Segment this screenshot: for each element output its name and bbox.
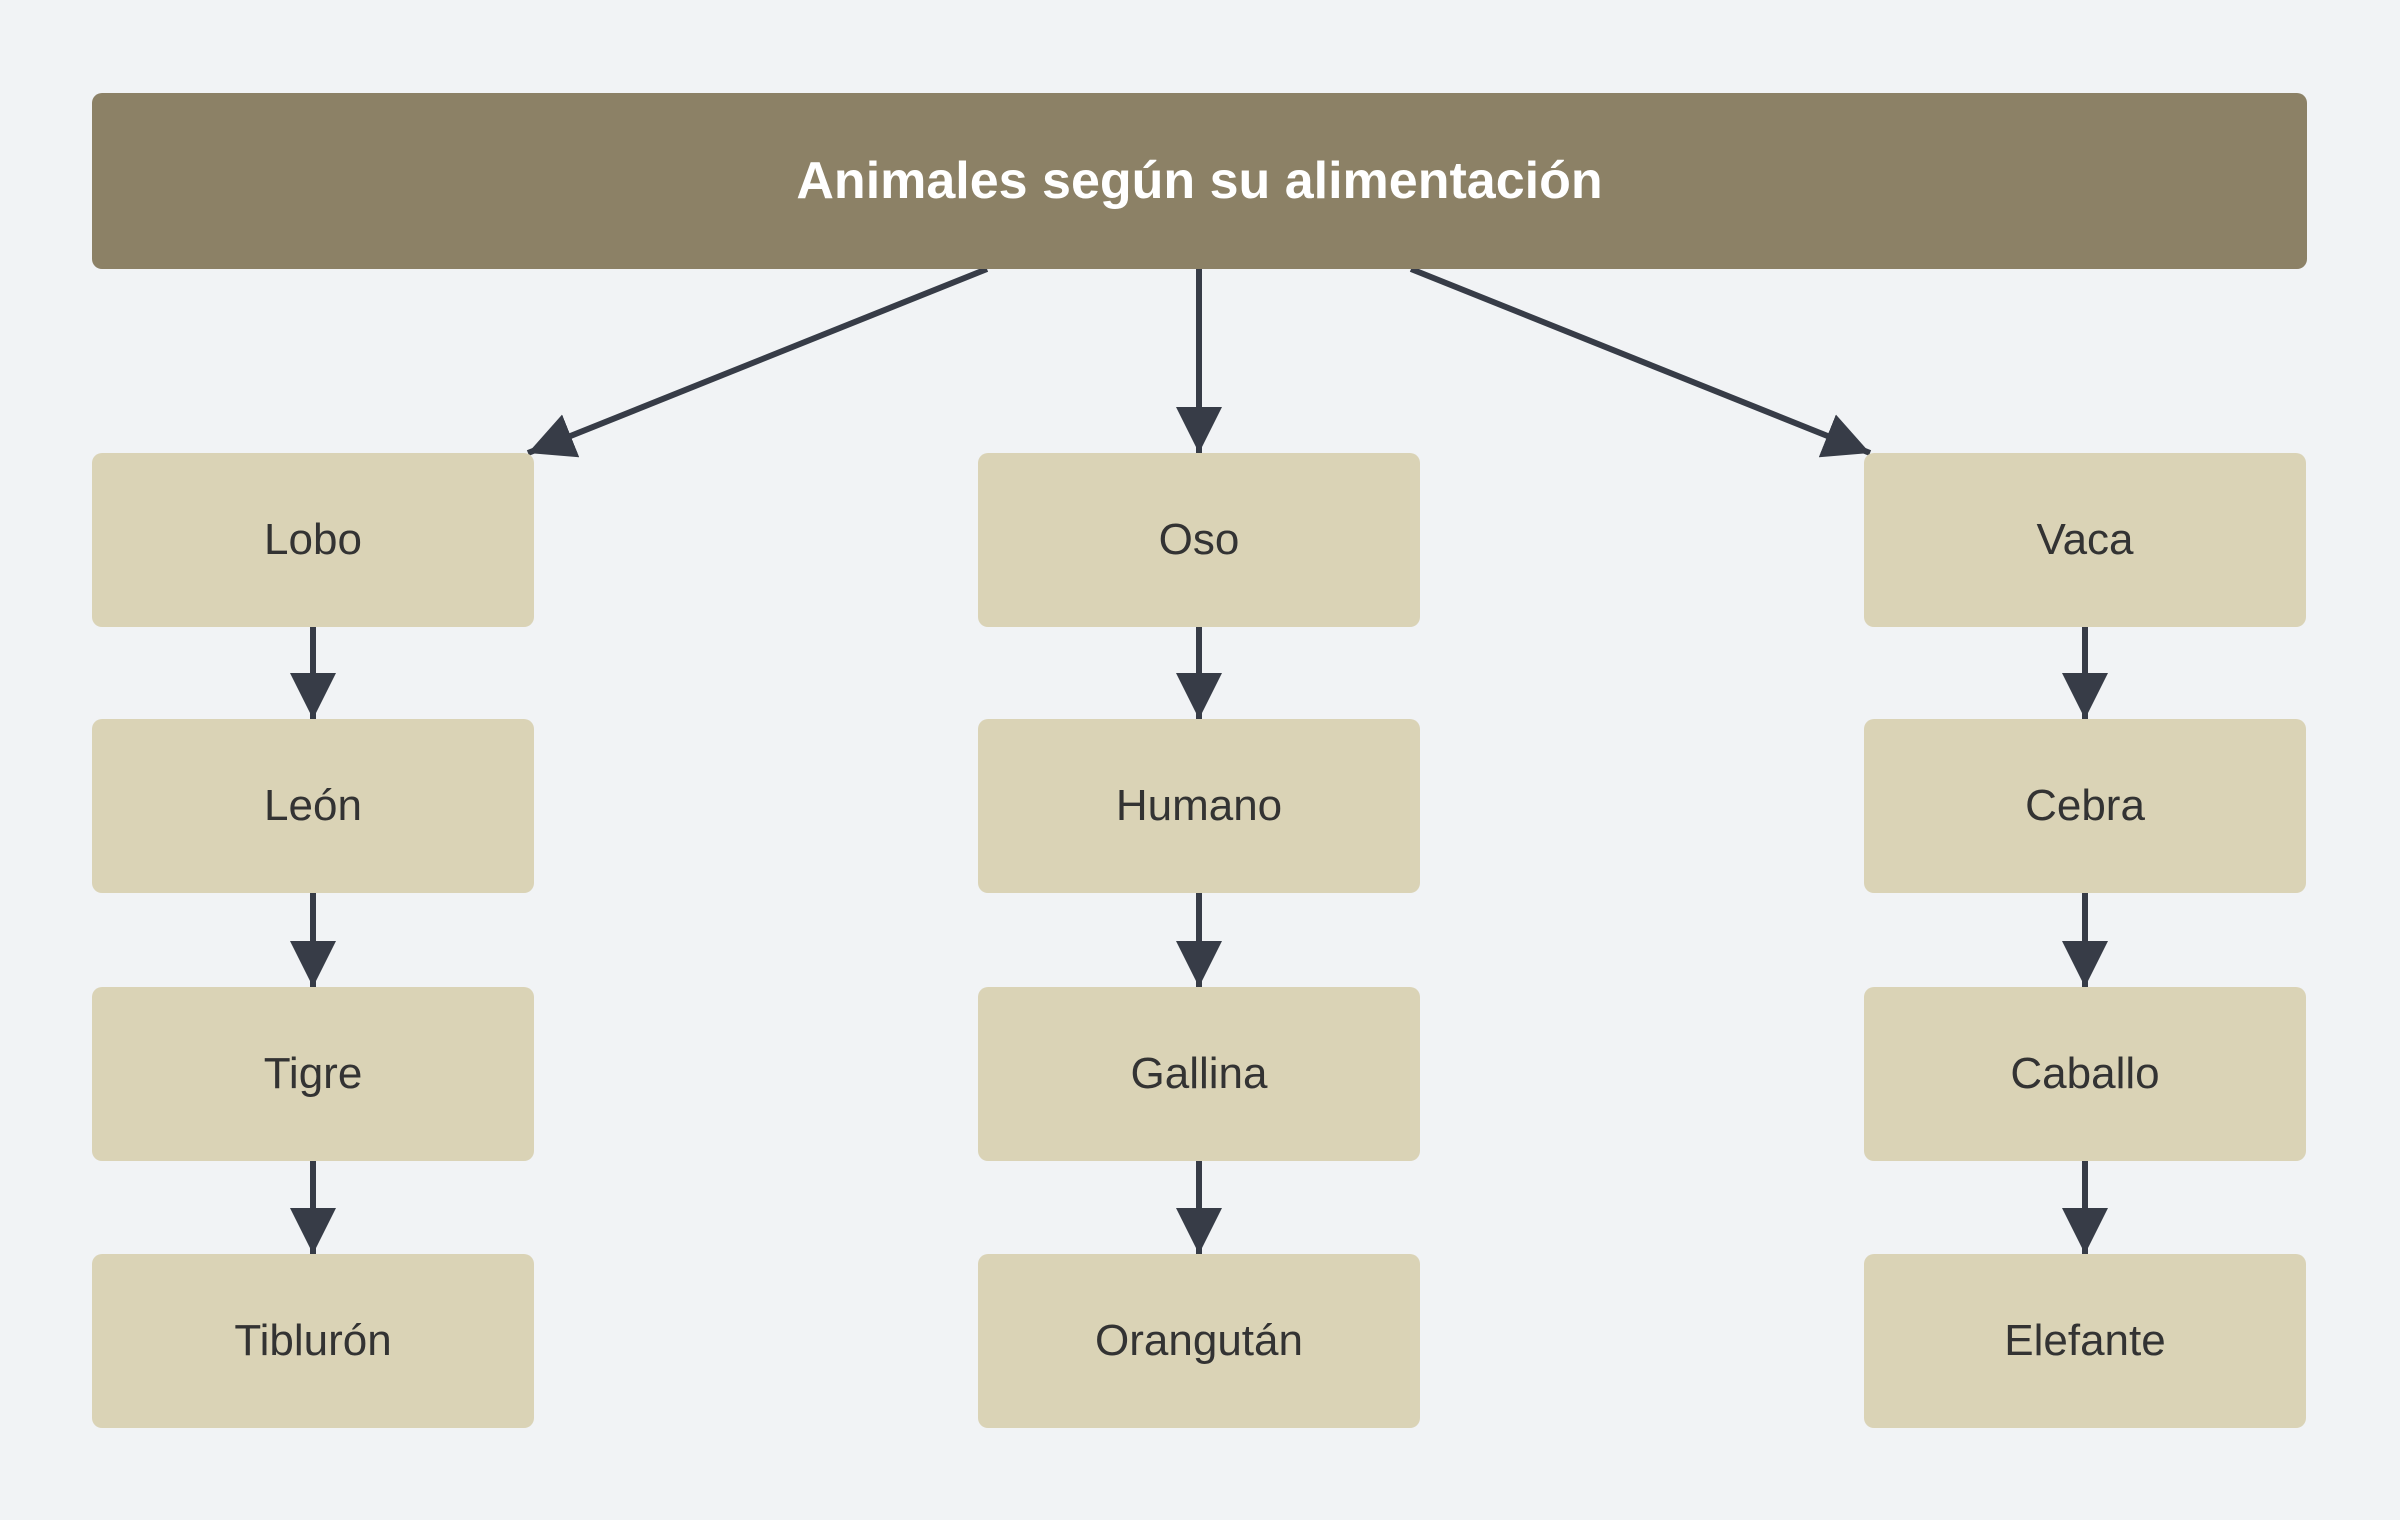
arrow-root-to-col3 [1409, 266, 1872, 458]
node-gallina: Gallina [978, 987, 1420, 1161]
root-node-title: Animales según su alimentación [92, 93, 2307, 269]
arrow-root-to-col1 [526, 266, 989, 458]
node-elefante: Elefante [1864, 1254, 2306, 1428]
node-tigre: Tigre [92, 987, 534, 1161]
node-lobo: Lobo [92, 453, 534, 627]
node-leon: León [92, 719, 534, 893]
node-caballo: Caballo [1864, 987, 2306, 1161]
node-humano: Humano [978, 719, 1420, 893]
node-tibluron: Tiblurón [92, 1254, 534, 1428]
node-vaca: Vaca [1864, 453, 2306, 627]
node-cebra: Cebra [1864, 719, 2306, 893]
node-orangutan: Orangután [978, 1254, 1420, 1428]
node-oso: Oso [978, 453, 1420, 627]
